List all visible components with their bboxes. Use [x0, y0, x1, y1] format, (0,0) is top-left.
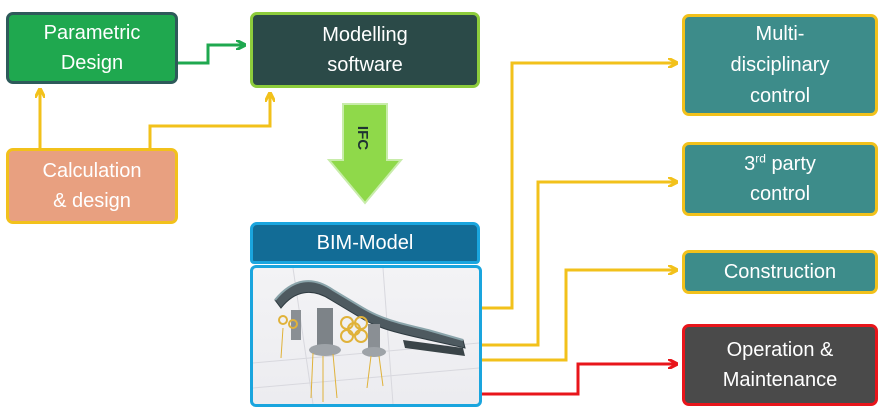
calculation-design-line1: Calculation: [42, 160, 142, 182]
multidisciplinary-line2: disciplinary: [730, 53, 830, 76]
ifc-arrow-label: IFC: [354, 126, 371, 150]
third-party-control-box: 3rd party control: [682, 142, 878, 216]
calculation-design-box: Calculation & design: [6, 148, 178, 224]
connector-bim-to-construction: [482, 270, 676, 362]
parametric-design-box: Parametric Design: [6, 12, 178, 84]
third-party-line1: 3rd party: [744, 149, 816, 179]
connector-bim-to-operation: [482, 364, 676, 396]
third-party-word: party: [771, 153, 816, 175]
third-party-line2: control: [749, 183, 811, 205]
bim-model-image: [250, 265, 482, 407]
bim-model-header: BIM-Model: [250, 222, 480, 264]
multidisciplinary-line3: control: [749, 84, 811, 107]
connector-calculation-to-modelling: [148, 94, 270, 148]
multidisciplinary-line1: Multi-: [755, 22, 805, 45]
operation-line2: Maintenance: [722, 369, 838, 391]
construction-label: Construction: [723, 261, 837, 283]
operation-maintenance-box: Operation & Maintenance: [682, 324, 878, 406]
modelling-software-line1: Modelling: [322, 24, 408, 46]
bim-model-title: BIM-Model: [316, 232, 414, 254]
parametric-design-line1: Parametric: [43, 22, 141, 44]
multidisciplinary-control-box: Multi- disciplinary control: [682, 14, 878, 116]
connector-parametric-to-modelling: [178, 45, 244, 65]
parametric-design-line2: Design: [60, 52, 124, 74]
modelling-software-box: Modelling software: [250, 12, 480, 88]
calculation-design-line2: & design: [53, 190, 131, 212]
bridge-model-illustration: [252, 267, 480, 405]
third-party-ordinal: 3: [744, 153, 756, 175]
modelling-software-line2: software: [327, 54, 403, 76]
third-party-ordinal-suffix: rd: [755, 151, 766, 166]
connector-bim-to-multidisciplinary: [482, 63, 676, 310]
operation-line1: Operation &: [726, 339, 834, 361]
ifc-arrow: IFC: [326, 103, 404, 205]
construction-box: Construction: [682, 250, 878, 294]
connector-bim-to-third-party: [482, 182, 676, 347]
